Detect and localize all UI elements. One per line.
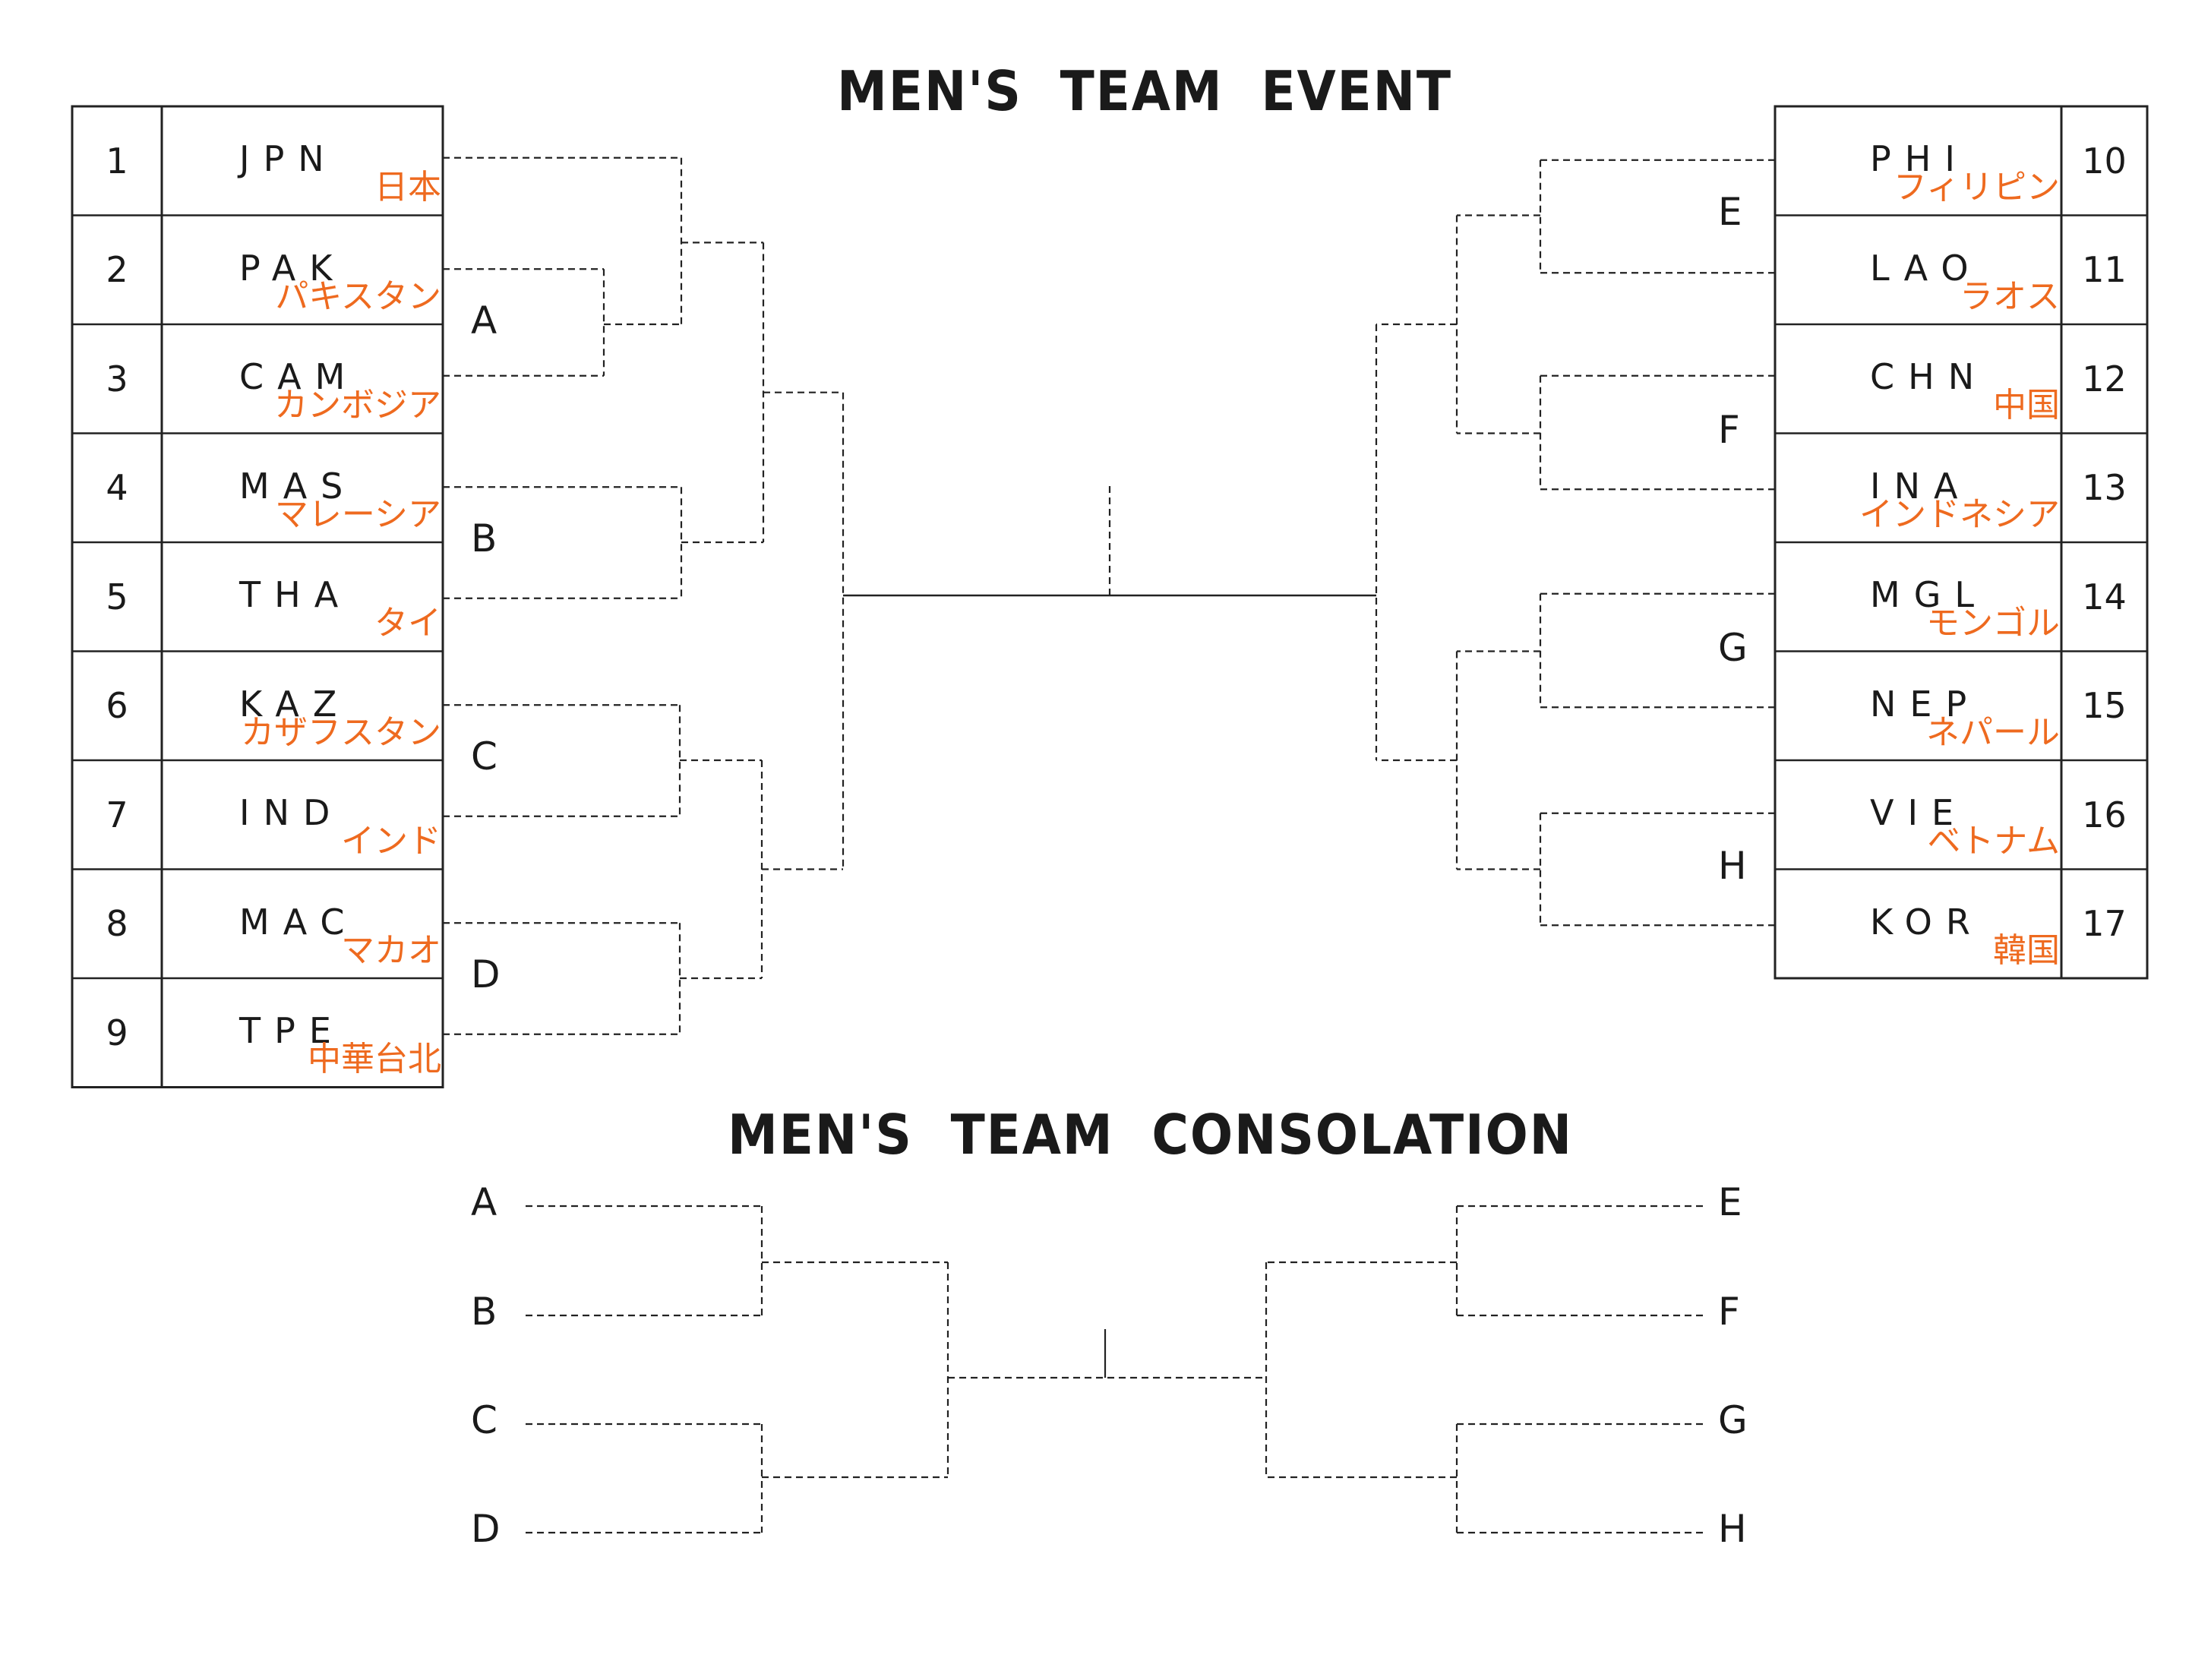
team-seed-number: 2 — [106, 249, 128, 291]
team-seed-number: 16 — [2082, 794, 2127, 835]
consolation-title: MEN'S TEAM CONSOLATION — [728, 1103, 1573, 1167]
team-japanese-name: 韓国 — [1993, 930, 2060, 970]
team-seed-number: 13 — [2082, 467, 2127, 509]
consolation-label-right: E — [1718, 1180, 1742, 1224]
team-seed-number: 7 — [106, 794, 128, 835]
team-country-code: PHI — [1870, 138, 1969, 179]
team-japanese-name: ネパール — [1926, 712, 2060, 752]
team-country-code: KOR — [1870, 901, 1984, 943]
team-seed-number: 15 — [2082, 685, 2127, 727]
team-seed-number: 3 — [106, 358, 128, 399]
team-country-code: VIE — [1870, 792, 1968, 833]
team-japanese-name: カンボジア — [274, 386, 441, 425]
team-seed-number: 11 — [2082, 249, 2127, 291]
consolation-label-left: C — [471, 1398, 497, 1442]
team-japanese-name: フィリピン — [1893, 168, 2060, 207]
team-japanese-name: 日本 — [374, 168, 441, 207]
team-seed-number: 6 — [106, 685, 128, 727]
consolation-label-right: G — [1718, 1398, 1748, 1442]
group-label-left: D — [471, 952, 501, 996]
team-country-code: MGL — [1870, 574, 1988, 615]
team-japanese-name: 中華台北 — [308, 1040, 441, 1078]
group-label-left: B — [471, 516, 497, 561]
team-country-code: TPE — [239, 1010, 345, 1051]
team-japanese-name: インド — [341, 822, 441, 861]
team-country-code: CAM — [239, 356, 359, 397]
consolation-label-left: B — [471, 1290, 497, 1334]
team-japanese-name: カザフスタン — [241, 712, 441, 752]
group-label-left: C — [471, 734, 497, 778]
team-japanese-name: ラオス — [1960, 276, 2060, 316]
team-country-code: CHN — [1870, 356, 1988, 397]
team-japanese-name: タイ — [374, 604, 441, 643]
team-seed-number: 9 — [106, 1012, 128, 1053]
team-country-code: PAK — [239, 247, 346, 289]
team-japanese-name: マレーシア — [274, 494, 441, 534]
team-seed-number: 1 — [106, 140, 128, 182]
team-japanese-name: インドネシア — [1859, 494, 2060, 534]
team-country-code: MAS — [239, 465, 357, 507]
team-japanese-name: パキスタン — [275, 276, 441, 316]
team-country-code: NEP — [1870, 683, 1981, 725]
group-label-right: F — [1718, 407, 1740, 452]
consolation-label-right: H — [1718, 1507, 1747, 1551]
team-seed-number: 5 — [106, 576, 128, 617]
team-japanese-name: 中国 — [1993, 386, 2060, 425]
team-japanese-name: モンゴル — [1926, 604, 2060, 643]
team-seed-number: 4 — [106, 467, 128, 509]
team-japanese-name: ベトナム — [1927, 822, 2060, 861]
group-label-left: A — [471, 298, 497, 343]
team-seed-number: 17 — [2082, 903, 2127, 945]
team-seed-number: 10 — [2082, 140, 2127, 182]
team-country-code: KAZ — [239, 683, 351, 725]
consolation-label-right: F — [1718, 1290, 1740, 1334]
consolation-label-left: A — [471, 1180, 497, 1224]
team-country-code: JPN — [239, 138, 338, 179]
team-japanese-name: マカオ — [341, 930, 441, 970]
team-country-code: THA — [239, 574, 352, 615]
consolation-label-left: D — [471, 1507, 501, 1551]
team-seed-number: 8 — [106, 903, 128, 945]
team-seed-number: 12 — [2082, 358, 2127, 399]
group-label-right: H — [1718, 843, 1747, 888]
group-label-right: G — [1718, 625, 1748, 670]
team-country-code: LAO — [1870, 247, 1982, 289]
team-seed-number: 14 — [2082, 576, 2127, 617]
left-table-border — [71, 105, 444, 1088]
team-country-code: MAC — [239, 901, 358, 943]
group-label-right: E — [1718, 189, 1742, 234]
main-title: MEN'S TEAM EVENT — [837, 59, 1452, 123]
team-country-code: INA — [1870, 465, 1972, 507]
team-country-code: IND — [239, 792, 344, 833]
